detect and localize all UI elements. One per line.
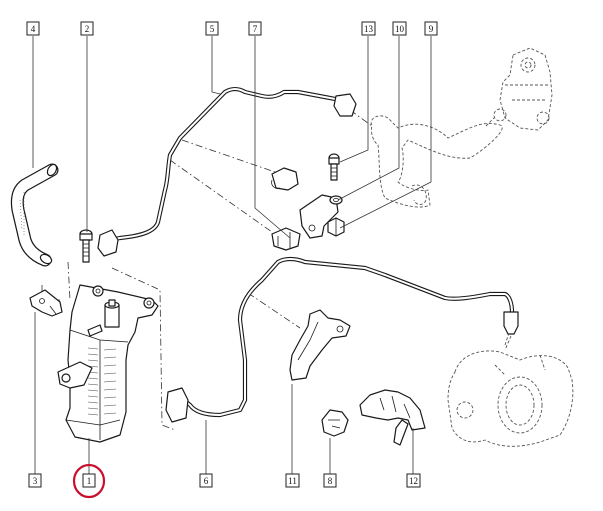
callout-11[interactable]: 11 bbox=[285, 473, 300, 488]
callout-3[interactable]: 3 bbox=[28, 473, 42, 488]
phantom-intake-hose bbox=[370, 115, 503, 208]
part-8-clip bbox=[321, 409, 349, 437]
callout-6[interactable]: 6 bbox=[199, 473, 213, 488]
callout-5[interactable]: 5 bbox=[205, 21, 219, 36]
callout-11-label: 11 bbox=[288, 476, 297, 486]
callout-10-label: 10 bbox=[395, 24, 405, 34]
callout-4[interactable]: 4 bbox=[26, 21, 40, 36]
part-3-mounting-clip bbox=[29, 289, 63, 317]
callout-3-label: 3 bbox=[33, 476, 38, 486]
phantom-throttle-body bbox=[447, 329, 574, 447]
callout-13[interactable]: 13 bbox=[361, 21, 376, 36]
leader-lines bbox=[32, 36, 432, 474]
part-11-pipe-support-bracket bbox=[289, 309, 351, 381]
callout-5-label: 5 bbox=[210, 24, 215, 34]
callout-10[interactable]: 10 bbox=[392, 21, 407, 36]
callout-2[interactable]: 2 bbox=[80, 21, 94, 36]
callout-12-label: 12 bbox=[409, 476, 418, 486]
part-5-vapour-pipe bbox=[97, 86, 357, 257]
part-2-bolt bbox=[79, 229, 93, 263]
callout-7[interactable]: 7 bbox=[248, 21, 262, 36]
callout-7-label: 7 bbox=[253, 24, 258, 34]
callout-9[interactable]: 9 bbox=[424, 21, 438, 36]
part-egr-bracket bbox=[299, 194, 339, 239]
callout-2-label: 2 bbox=[85, 24, 90, 34]
part-4-vent-hose bbox=[10, 163, 59, 267]
part-13-bolt bbox=[328, 153, 340, 181]
part-10-washer bbox=[329, 195, 343, 205]
callout-12[interactable]: 12 bbox=[406, 473, 421, 488]
callout-8-label: 8 bbox=[328, 476, 333, 486]
part-1-canister bbox=[57, 284, 159, 443]
callout-9-label: 9 bbox=[429, 24, 434, 34]
callout-6-label: 6 bbox=[204, 476, 209, 486]
part-6-vapour-pipe bbox=[165, 256, 519, 423]
callout-8[interactable]: 8 bbox=[323, 473, 337, 488]
phantom-egr-valve bbox=[485, 47, 553, 131]
highlight-circle bbox=[72, 463, 106, 499]
callout-4-label: 4 bbox=[31, 24, 36, 34]
callout-1-label: 1 bbox=[87, 476, 92, 486]
part-12-bracket-with-clip bbox=[359, 389, 426, 446]
callout-13-label: 13 bbox=[364, 24, 374, 34]
callout-1[interactable]: 1 bbox=[82, 473, 96, 488]
part-7-pipe-clips bbox=[271, 167, 301, 251]
part-9-nut bbox=[327, 217, 345, 237]
